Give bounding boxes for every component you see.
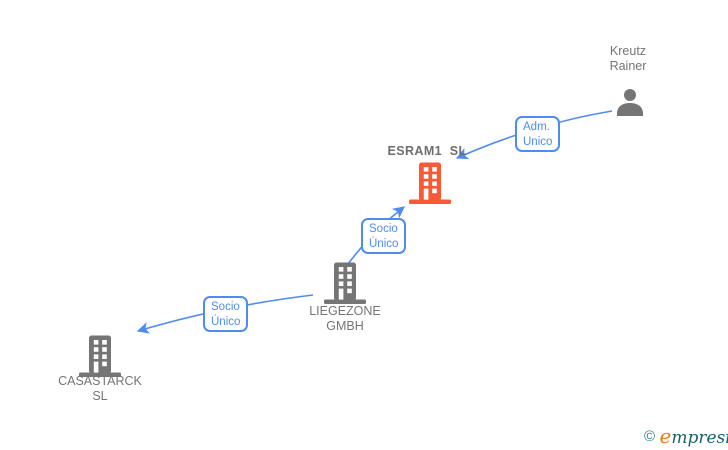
edge-label-adm-unico: Adm. Unico [515, 116, 561, 152]
brand-text: empresia [660, 424, 728, 448]
building-icon-esram1[interactable] [408, 161, 452, 209]
edge-label-line: Unico [523, 135, 553, 148]
brand-initial: e [659, 424, 672, 448]
copyright-icon: © [644, 428, 656, 445]
node-label-esram1-sl[interactable]: ESRAM1 SL [387, 144, 467, 158]
node-label-line: CASASTARCK [58, 374, 142, 388]
edge-label-line: Socio [211, 301, 240, 313]
node-label-liegezone-gmbh[interactable]: LIEGEZONE GMBH [285, 304, 405, 334]
edge-label-line: Adm. [523, 121, 550, 133]
building-icon-casastarck[interactable] [78, 334, 122, 382]
node-label-kreutz-rainer[interactable]: Kreutz Rainer [568, 44, 688, 74]
node-label-casastarck-sl[interactable]: CASASTARCK SL [40, 374, 160, 404]
node-label-line: Kreutz [609, 44, 647, 58]
edge-label-socio-unico-casastarck: Socio Único [203, 296, 249, 332]
node-label-line: LIEGEZONE [309, 304, 381, 318]
node-label-line: GMBH [326, 319, 364, 333]
edge-label-line: Único [369, 237, 399, 250]
node-label-line: Rainer [609, 59, 647, 73]
brand-rest: mpresia [671, 428, 728, 448]
person-icon[interactable] [613, 86, 647, 125]
edge-label-socio-unico-esram1: Socio Único [361, 218, 407, 254]
empresia-logo[interactable]: © empresia [644, 424, 728, 448]
edge-label-line: Único [211, 315, 241, 328]
building-icon-liegezone[interactable] [323, 261, 367, 309]
edge-label-line: Socio [369, 223, 398, 235]
node-label-line: SL [92, 389, 108, 403]
